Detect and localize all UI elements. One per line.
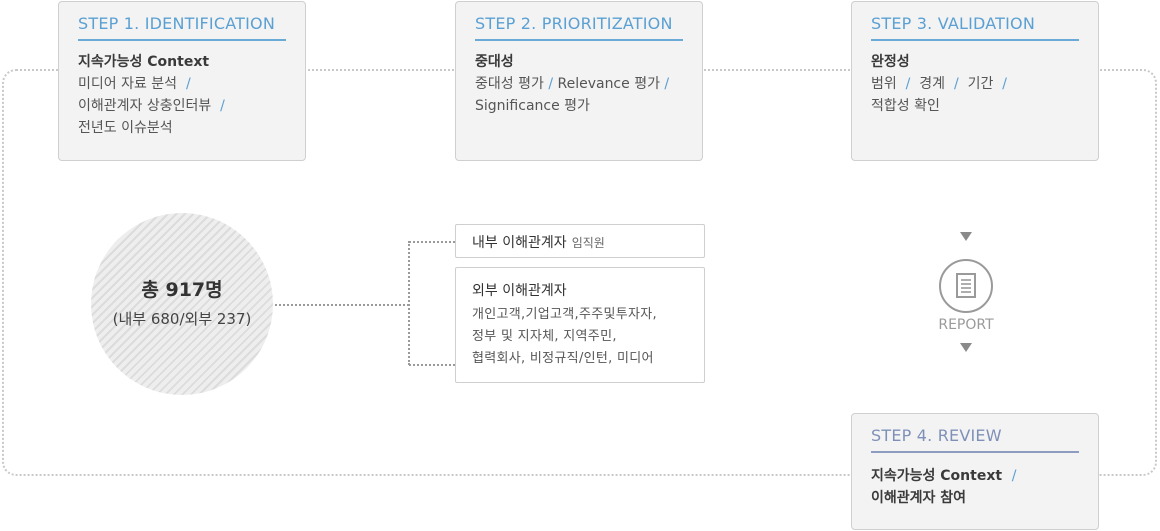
- report-group: REPORT: [920, 232, 1012, 352]
- participants-circle: 총 917명 (내부 680/외부 237): [91, 213, 273, 395]
- step-4-card: STEP 4. REVIEW 지속가능성 Context / 이해관계자 참여: [851, 413, 1099, 530]
- external-stakeholders-line: 개인고객,기업고객,주주및투자자,: [472, 307, 657, 322]
- connector-line: [275, 304, 409, 306]
- external-stakeholders-title: 외부 이해관계자: [472, 283, 567, 299]
- step-1-title: STEP 1. IDENTIFICATION: [78, 14, 286, 41]
- connector-line: [408, 241, 410, 365]
- connector-line: [409, 364, 455, 366]
- arrow-down-icon: [960, 232, 972, 241]
- arrow-down-icon: [960, 343, 972, 352]
- step-1-item: 미디어 자료 분석: [78, 76, 178, 92]
- step-4-item: 이해관계자 참여: [871, 490, 967, 506]
- separator: /: [548, 76, 554, 92]
- external-stakeholders-line: 협력회사, 비정규직/인턴, 미디어: [472, 351, 654, 366]
- step-1-heading: 지속가능성 Context: [78, 54, 210, 70]
- separator: /: [185, 76, 191, 92]
- separator: /: [1002, 76, 1007, 92]
- step-2-body: 중대성 평가 / Relevance 평가 / Significance 평가: [475, 73, 683, 117]
- step-4-title: STEP 4. REVIEW: [871, 426, 1079, 453]
- separator: /: [220, 98, 225, 114]
- step-2-item: Significance 평가: [475, 98, 590, 114]
- connector-line: [409, 241, 455, 243]
- internal-stakeholders-title: 내부 이해관계자: [472, 235, 567, 251]
- separator: /: [1011, 468, 1017, 484]
- step-4-item: 지속가능성 Context: [871, 468, 1003, 484]
- step-3-card: STEP 3. VALIDATION 완정성 범위 / 경계 / 기간 / 적합…: [851, 1, 1099, 161]
- separator: /: [905, 76, 911, 92]
- step-3-item: 적합성 확인: [871, 98, 940, 114]
- internal-stakeholders-sub: 임직원: [571, 236, 605, 250]
- internal-stakeholders-box: 내부 이해관계자 임직원: [455, 224, 705, 258]
- step-1-card: STEP 1. IDENTIFICATION 지속가능성 Context 미디어…: [58, 1, 306, 161]
- step-1-item: 전년도 이슈분석: [78, 120, 173, 136]
- internal-stakeholders-sub-wrap: 임직원: [572, 235, 605, 251]
- step-1-body: 미디어 자료 분석 / 이해관계자 상충인터뷰 / 전년도 이슈분석: [78, 73, 286, 139]
- step-3-item: 경계: [919, 76, 946, 92]
- step-3-heading: 완정성: [871, 54, 910, 70]
- separator: /: [664, 76, 670, 92]
- participants-total: 총 917명: [141, 279, 223, 301]
- step-3-title: STEP 3. VALIDATION: [871, 14, 1079, 41]
- step-2-title: STEP 2. PRIORITIZATION: [475, 14, 683, 41]
- document-icon: [939, 259, 993, 313]
- external-stakeholders-box: 외부 이해관계자 개인고객,기업고객,주주및투자자, 정부 및 지자체, 지역주…: [455, 267, 705, 383]
- participants-detail: (내부 680/외부 237): [112, 310, 252, 328]
- step-3-body: 범위 / 경계 / 기간 / 적합성 확인: [871, 73, 1079, 117]
- step-2-card: STEP 2. PRIORITIZATION 중대성 중대성 평가 / Rele…: [455, 1, 703, 161]
- step-2-item: Relevance 평가: [557, 76, 660, 92]
- external-stakeholders-list: 개인고객,기업고객,주주및투자자, 정부 및 지자체, 지역주민, 협력회사, …: [472, 304, 704, 370]
- step-1-item: 이해관계자 상충인터뷰: [78, 98, 212, 114]
- step-3-item: 범위: [871, 76, 897, 92]
- step-2-heading: 중대성: [475, 54, 514, 70]
- step-3-item: 기간: [967, 76, 994, 92]
- step-2-item: 중대성 평가: [475, 76, 544, 92]
- step-4-body: 지속가능성 Context / 이해관계자 참여: [871, 465, 1079, 509]
- report-label: REPORT: [938, 317, 994, 333]
- separator: /: [953, 76, 959, 92]
- external-stakeholders-line: 정부 및 지자체, 지역주민,: [472, 329, 617, 344]
